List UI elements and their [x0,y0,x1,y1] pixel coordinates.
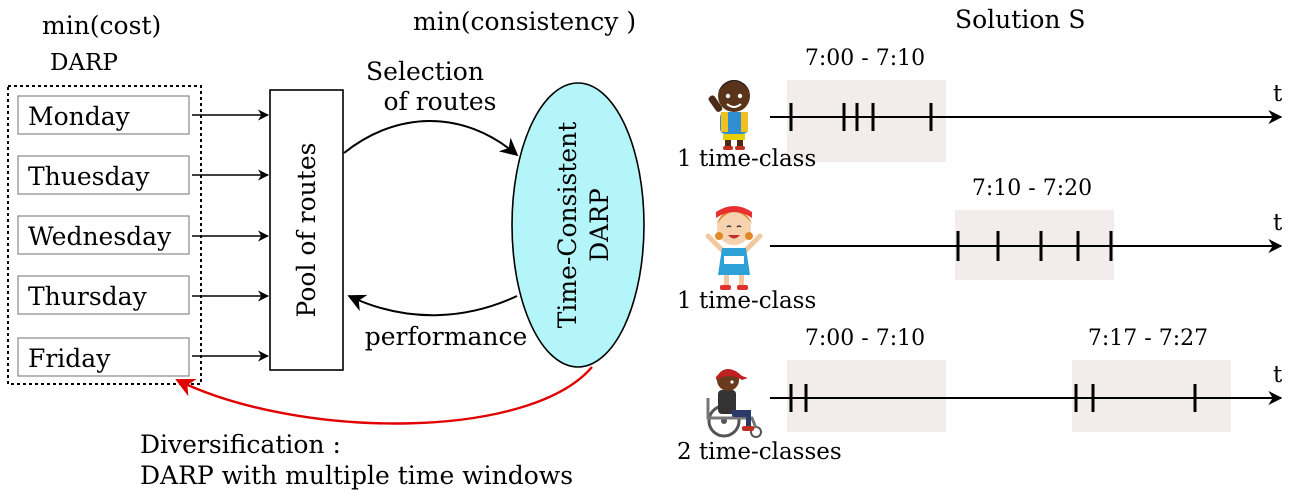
day-box-friday: Friday [17,337,190,377]
day-box-thursday: Thursday [17,275,190,315]
selection-label-line2: of routes [383,87,496,116]
time-window-label: 7:00 - 7:10 [805,326,925,351]
min-consistency-label: min(consistency ) [413,7,636,36]
performance-arrow [347,294,518,317]
time-window-label: 7:10 - 7:20 [972,176,1092,201]
darp-dashed-box [7,85,202,385]
time-consistent-darp-ellipse [511,82,645,368]
solution-title: Solution S [955,5,1086,34]
pool-of-routes-label: Pool of routes [292,143,321,318]
passenger-row-3: 7:00 - 7:10 7:17 - 7:27 t 2 time-classes [677,326,1283,465]
day-box-monday: Monday [17,95,190,135]
girl-jumping-icon [705,206,763,290]
day-to-pool-arrows [192,109,270,362]
axis-t-label: t [1273,210,1283,236]
time-window-label: 7:00 - 7:10 [805,46,925,71]
diversification-line2: DARP with multiple time windows [140,461,573,490]
passenger-row-2: 7:10 - 7:20 t 1 [677,176,1283,314]
time-class-label: 2 time-classes [677,439,842,465]
min-cost-label: min(cost) [42,11,161,40]
boy-waving-icon [708,80,750,150]
time-window-box [787,80,946,162]
time-class-label: 1 time-class [677,146,816,172]
diversification-line1: Diversification : [140,430,341,459]
passenger-row-1: 7:00 - 7:10 t 1 time-class [677,46,1283,172]
pool-of-routes-box [269,89,344,371]
time-class-label: 1 time-class [677,288,816,314]
day-label: Friday [28,344,111,373]
darp-label: DARP [50,50,118,76]
day-box-wednesday: Wednesday [17,215,190,255]
performance-label: performance [365,322,528,351]
axis-t-label: t [1273,362,1283,388]
day-label: Thursday [28,282,148,311]
ellipse-label-line2: DARP [585,188,614,262]
selection-label-line1: Selection [366,57,484,86]
day-label: Monday [28,102,131,131]
day-label: Thuesday [28,162,150,191]
day-box-thuesday: Thuesday [17,155,190,195]
time-window-box [787,360,946,432]
time-window-box [1072,360,1231,432]
selection-arrow [343,120,519,157]
time-window-label: 7:17 - 7:27 [1088,326,1208,351]
diversification-arrow [175,366,593,425]
axis-t-label: t [1273,81,1283,107]
wheelchair-user-icon [706,369,762,438]
ellipse-label-line1: Time-Consistent [553,122,582,329]
day-label: Wednesday [28,222,172,251]
